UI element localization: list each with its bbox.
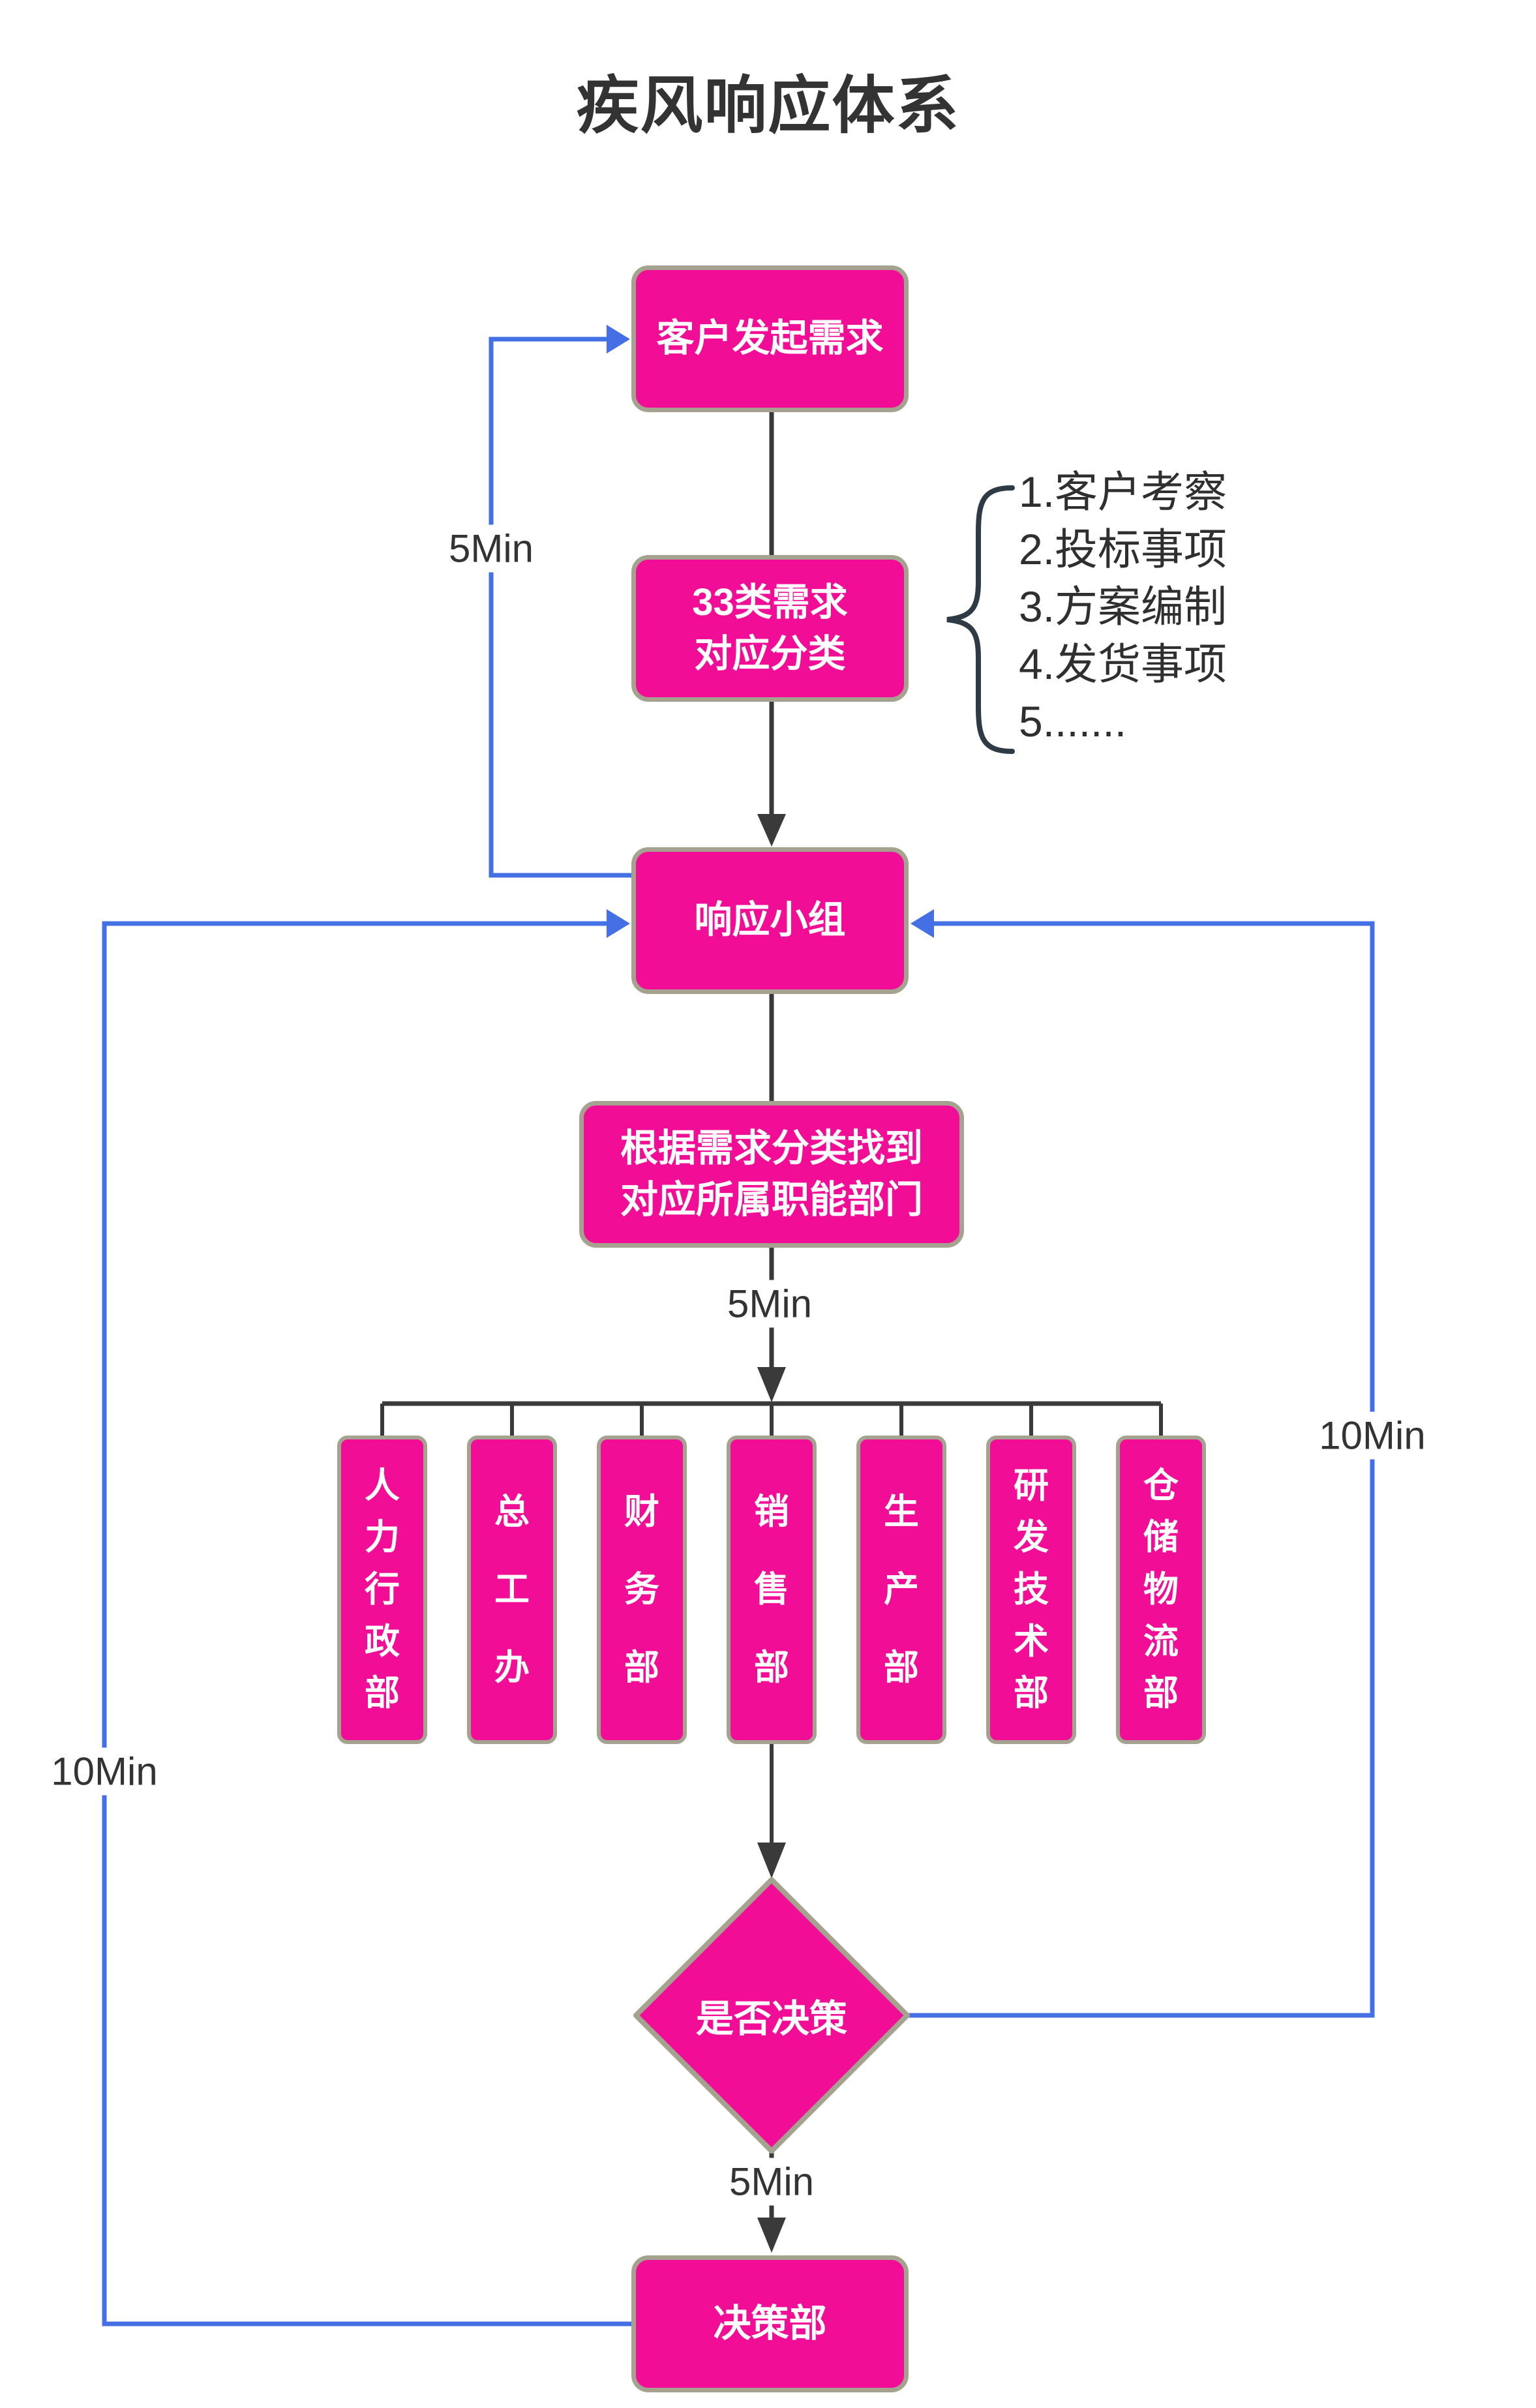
- node-dept-production-label: 生产部: [884, 1492, 919, 1687]
- demand-example-item: 4.发货事项: [1019, 640, 1227, 688]
- node-find-department-line2: 对应所属职能部门: [620, 1178, 923, 1221]
- arrowhead-into-connector: [757, 1367, 786, 1402]
- node-dept-rd-technology-label: 研发技术部: [1014, 1466, 1049, 1713]
- timer-to-decision-dept: 5Min: [722, 2158, 821, 2206]
- demand-example-item: 1.客户考察: [1019, 468, 1227, 516]
- timer-dispatch: 5Min: [720, 1280, 819, 1328]
- node-response-team[interactable]: 响应小组: [631, 847, 909, 994]
- node-demand-classification-line2: 对应分类: [694, 632, 846, 675]
- node-dept-rd-technology[interactable]: 研发技术部: [986, 1436, 1076, 1744]
- arrowhead-into-decision-dept: [757, 2218, 786, 2253]
- node-find-department-line1: 根据需求分类找到: [620, 1127, 923, 1170]
- arrowhead-into-customer-request: [607, 325, 630, 354]
- node-demand-classification[interactable]: 33类需求 对应分类: [631, 555, 909, 702]
- brace-icon: [946, 485, 1015, 754]
- node-dept-sales-label: 销售部: [754, 1492, 789, 1687]
- loop-decision-dept-to-team: [102, 921, 631, 2326]
- loop-team-to-customer: [489, 337, 631, 878]
- node-dept-hr-admin[interactable]: 人力行政部: [337, 1436, 427, 1744]
- node-response-team-label: 响应小组: [694, 899, 846, 942]
- node-decision-department[interactable]: 决策部: [631, 2255, 909, 2392]
- loop-diamond-to-team: [907, 921, 1375, 2018]
- node-dept-finance[interactable]: 财务部: [597, 1436, 687, 1744]
- demand-examples-list: 1.客户考察 2.投标事项 3.方案编制 4.发货事项 5.......: [1019, 463, 1227, 750]
- node-dept-sales[interactable]: 销售部: [727, 1436, 817, 1744]
- arrowhead-into-team-left: [607, 909, 630, 938]
- node-dept-production[interactable]: 生产部: [856, 1436, 946, 1744]
- node-customer-request[interactable]: 客户发起需求: [631, 265, 909, 412]
- arrowhead-into-team-right: [911, 909, 934, 938]
- node-customer-request-label: 客户发起需求: [656, 317, 884, 360]
- node-demand-classification-line1: 33类需求: [692, 581, 848, 624]
- timer-right-loop: 10Min: [1312, 1411, 1432, 1460]
- timer-left-loop: 10Min: [44, 1747, 164, 1796]
- node-dept-finance-label: 财务部: [624, 1492, 659, 1687]
- demand-example-item: 5.......: [1019, 697, 1127, 745]
- arrowhead-into-decision-diamond: [757, 1843, 786, 1878]
- node-dept-chief-engineer-office[interactable]: 总工办: [467, 1436, 557, 1744]
- demand-example-item: 2.投标事项: [1019, 525, 1227, 573]
- demand-example-item: 3.方案编制: [1019, 582, 1227, 631]
- timer-feedback-loop: 5Min: [442, 524, 541, 573]
- decision-diamond-shape[interactable]: [633, 1877, 910, 2154]
- node-dept-warehouse-logistics-label: 仓储物流部: [1143, 1466, 1179, 1713]
- node-decision-diamond-label: 是否决策: [695, 1998, 848, 2040]
- node-dept-chief-engineer-office-label: 总工办: [494, 1492, 530, 1687]
- node-dept-hr-admin-label: 人力行政部: [365, 1466, 400, 1713]
- node-decision-department-label: 决策部: [713, 2302, 827, 2345]
- page-title: 疾风响应体系: [576, 71, 960, 141]
- node-find-department[interactable]: 根据需求分类找到 对应所属职能部门: [579, 1101, 964, 1248]
- arrowhead-into-response-team: [757, 814, 786, 847]
- node-dept-warehouse-logistics[interactable]: 仓储物流部: [1116, 1436, 1206, 1744]
